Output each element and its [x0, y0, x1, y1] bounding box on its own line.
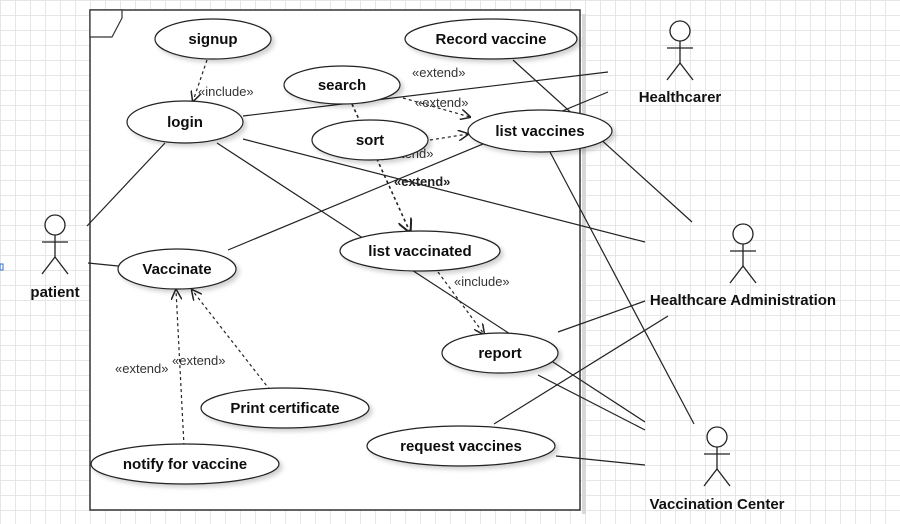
use-cases: signup Record vaccine search login sort …	[90, 18, 613, 485]
dep-sort-listvaccines	[429, 134, 468, 140]
assoc-login-admin	[242, 138, 646, 243]
use-case-print-certificate[interactable]: Print certificate	[200, 387, 370, 429]
svg-text:list vaccinated: list vaccinated	[368, 243, 471, 260]
actor-head	[706, 426, 728, 448]
svg-text:Vaccinate: Vaccinate	[142, 261, 211, 278]
assoc-patient-vaccinate	[87, 262, 119, 267]
assoc-request-admin	[493, 315, 669, 425]
svg-text:signup: signup	[188, 31, 237, 48]
assoc-report-admin	[557, 300, 646, 333]
assoc-patient-login	[86, 142, 166, 227]
svg-text:sort: sort	[356, 132, 384, 149]
svg-text:search: search	[318, 77, 366, 94]
use-case-list-vaccines[interactable]: list vaccines	[467, 109, 613, 153]
associations	[86, 59, 695, 466]
actor-healthcarer[interactable]	[666, 20, 694, 81]
actor-head	[669, 20, 691, 42]
label-extend-search: «extend»	[415, 95, 469, 110]
use-case-report[interactable]: report	[441, 332, 559, 374]
svg-text:Print certificate: Print certificate	[230, 400, 339, 417]
actor-vaccination-center[interactable]	[703, 426, 731, 487]
actor-label-vaccination-center: Vaccination Center	[649, 496, 784, 513]
label-extend-print: «extend»	[172, 353, 226, 368]
use-case-request-vaccines[interactable]: request vaccines	[366, 425, 556, 467]
dependencies	[176, 59, 484, 447]
assoc-login-healthcarer	[242, 71, 609, 117]
assoc-report-vaccination-center	[537, 374, 646, 431]
label-extend-listvaccinated: «extend»	[394, 174, 450, 189]
selection-handle[interactable]	[0, 263, 4, 271]
actor-label-patient: patient	[30, 284, 79, 301]
actor-healthcare-administration[interactable]	[729, 223, 757, 284]
dep-listvaccinated-report	[437, 271, 484, 334]
stereotype-labels: «include» «extend» «extend» «extend» «ex…	[115, 65, 510, 376]
actor-label-healthcarer: Healthcarer	[639, 89, 722, 106]
actor-head	[44, 214, 66, 236]
assoc-request-vaccination-center	[555, 455, 646, 466]
svg-text:list vaccines: list vaccines	[495, 123, 584, 140]
svg-text:login: login	[167, 114, 203, 131]
use-case-sort[interactable]: sort	[311, 119, 429, 161]
dep-notify-vaccinate	[176, 290, 185, 447]
label-include-report: «include»	[454, 274, 510, 289]
use-case-login[interactable]: login	[126, 100, 244, 144]
assoc-login-vaccination-center	[216, 142, 646, 423]
label-extend-record: «extend»	[412, 65, 466, 80]
actor-label-healthcare-administration: Healthcare Administration	[650, 292, 836, 309]
assoc-listvaccines-vaccination-center	[549, 151, 695, 425]
actor-patient[interactable]	[41, 214, 69, 275]
use-case-vaccinate[interactable]: Vaccinate	[117, 248, 237, 290]
label-extend-notify: «extend»	[115, 361, 169, 376]
use-case-search[interactable]: search	[283, 65, 401, 105]
svg-text:request vaccines: request vaccines	[400, 438, 522, 455]
actor-head	[732, 223, 754, 245]
svg-text:Record vaccine: Record vaccine	[436, 31, 547, 48]
svg-text:notify for vaccine: notify for vaccine	[123, 456, 247, 473]
svg-text:report: report	[478, 345, 521, 362]
use-case-list-vaccinated[interactable]: list vaccinated	[339, 230, 501, 272]
label-include-signup: «include»	[198, 84, 254, 99]
use-case-record-vaccine[interactable]: Record vaccine	[404, 18, 578, 60]
use-case-signup[interactable]: signup	[154, 18, 272, 60]
dep-signup-login	[193, 59, 208, 101]
use-case-notify-for-vaccine[interactable]: notify for vaccine	[90, 443, 280, 485]
